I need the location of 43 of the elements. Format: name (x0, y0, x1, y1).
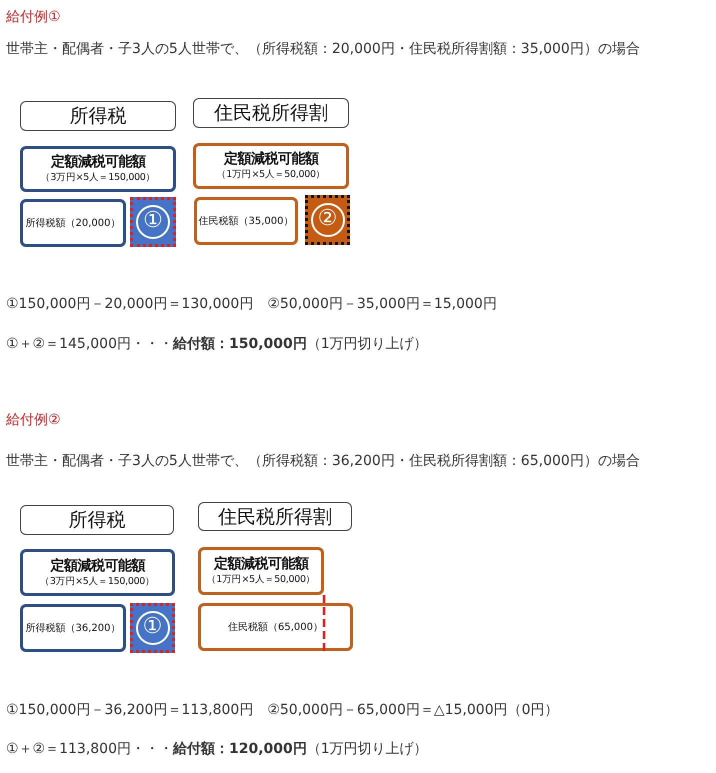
box-heading: 定額減税可能額 (214, 556, 308, 573)
dashed-line (322, 595, 326, 651)
box-heading: 住民税所得割 (218, 504, 332, 530)
circled-number: ② (310, 203, 344, 237)
box-heading: 所得税 (68, 508, 126, 533)
box-formula: （1万円×5人＝50,000） (216, 168, 326, 181)
box-formula: （3万円×5人＝150,000） (40, 171, 156, 184)
box-text: 住民税額（65,000） (228, 620, 323, 634)
tax-box (198, 603, 353, 651)
calculation-text: ①150,000円－20,000円＝130,000円 ②50,000円－35,000円＝15,000円 (6, 295, 497, 313)
calculation-text: ①＋②＝145,000円・・・給付額：150,000円（1万円切り上げ） (6, 335, 428, 353)
calculation-text: ①＋②＝113,800円・・・給付額：120,000円（1万円切り上げ） (6, 740, 428, 758)
box-heading: 所得税 (70, 104, 126, 129)
tax-box (20, 604, 126, 652)
box-heading: 定額減税可能額 (50, 154, 146, 171)
box-text: 所得税額（20,000） (26, 216, 120, 230)
box-heading: 定額減税可能額 (224, 151, 318, 168)
condition-text: 世帯主・配偶者・子3人の5人世帯で、（所得税額：20,000円・住民税所得割額：35,000円）の場合 (6, 40, 640, 58)
circled-number: ① (136, 611, 170, 645)
heading-box (20, 101, 176, 131)
number-box (130, 197, 176, 247)
number-box (130, 603, 175, 653)
tax-box (20, 199, 126, 247)
box-formula: （1万円×5人＝50,000） (206, 573, 316, 586)
example-heading: 給付例① (6, 8, 61, 26)
tax-box (194, 197, 298, 245)
amount-box (20, 549, 175, 596)
amount-box (193, 143, 349, 189)
amount-box (20, 146, 176, 192)
calculation-text: ①150,000円－36,200円＝113,800円 ②50,000円－65,000円＝△15,000円（0円） (6, 701, 559, 719)
box-text: 所得税額（36,200） (26, 622, 120, 635)
box-heading: 定額減税可能額 (50, 558, 145, 574)
box-text: 住民税額（35,000） (198, 214, 294, 228)
heading-box (20, 505, 174, 535)
heading-box (193, 98, 349, 128)
circled-number: ① (136, 205, 170, 239)
number-box (305, 195, 350, 245)
box-formula: （3万円×5人＝150,000） (40, 574, 155, 588)
heading-box (198, 502, 352, 531)
example-heading: 給付例② (6, 411, 61, 429)
amount-box (198, 547, 324, 595)
box-heading: 住民税所得割 (214, 101, 328, 126)
condition-text: 世帯主・配偶者・子3人の5人世帯で、（所得税額：36,200円・住民税所得割額：65,000円）の場合 (6, 452, 640, 470)
